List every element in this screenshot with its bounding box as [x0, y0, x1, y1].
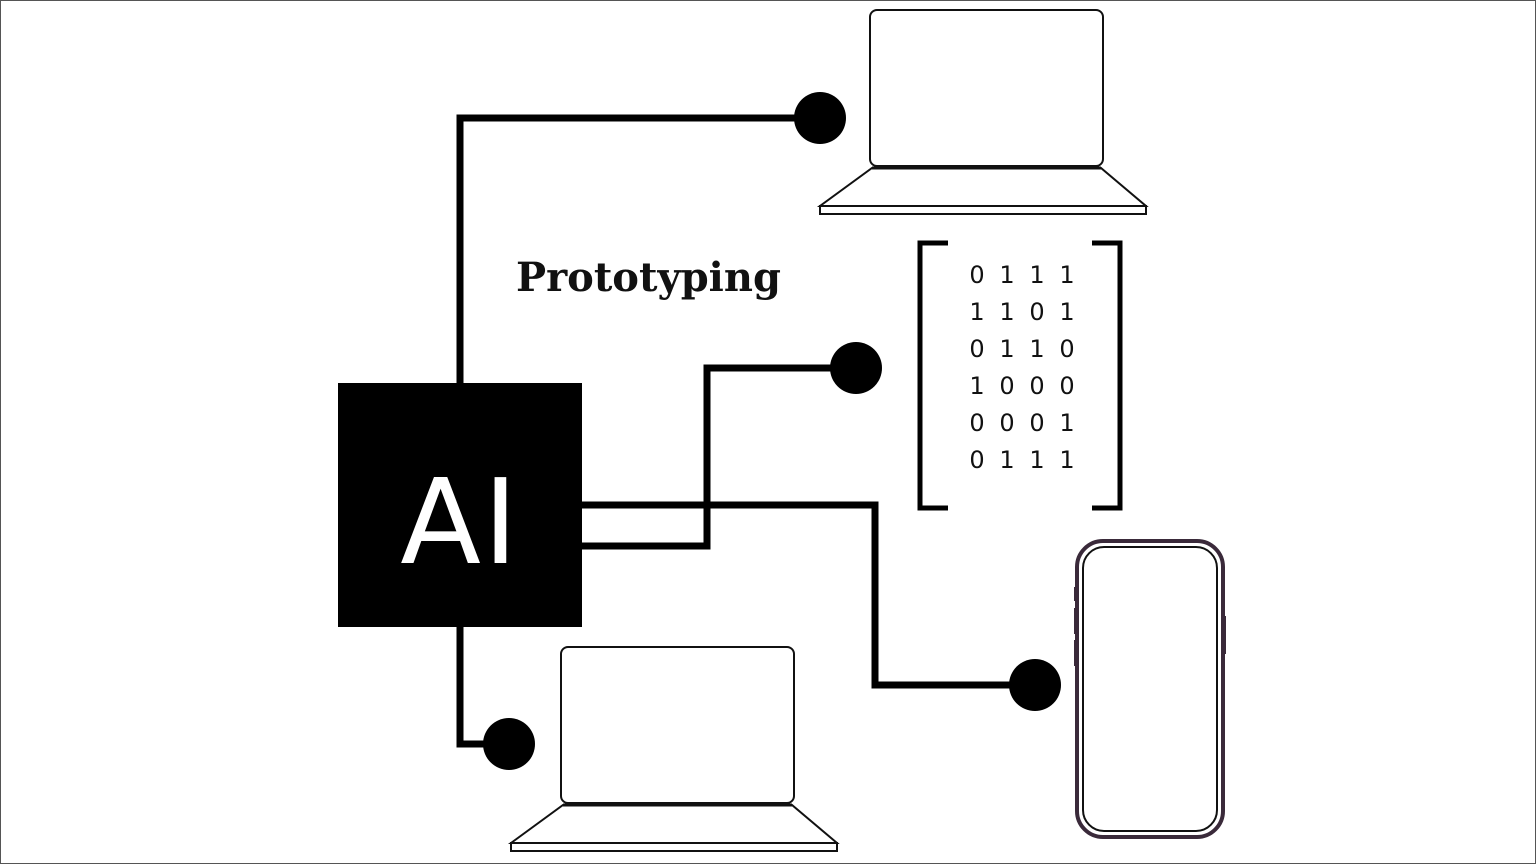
- connector-top-laptop: [456, 114, 820, 385]
- diagram-title: Prototyping: [516, 254, 781, 301]
- matrix-cell: 1: [999, 446, 1015, 474]
- connector-dot-top-laptop: [794, 92, 846, 144]
- matrix-cell: 1: [999, 298, 1015, 326]
- matrix-cell: 0: [1059, 335, 1075, 363]
- matrix-cell: 1: [1029, 261, 1045, 289]
- matrix-cell: 0: [1029, 409, 1045, 437]
- matrix-cell: 0: [1059, 372, 1075, 400]
- matrix-cell: 0: [969, 335, 985, 363]
- matrix-cell: 0: [999, 372, 1015, 400]
- matrix-cell: 0: [1029, 372, 1045, 400]
- matrix-cell: 0: [999, 409, 1015, 437]
- binary-matrix-icon: [917, 240, 1123, 511]
- connector-matrix: [582, 364, 855, 550]
- connector-dot-phone: [1009, 659, 1061, 711]
- matrix-cell: 1: [1059, 261, 1075, 289]
- phone-volume-down-button: [1074, 640, 1077, 666]
- matrix-left-bracket: [917, 240, 948, 511]
- phone-power-button: [1223, 616, 1226, 654]
- matrix-right-bracket: [1092, 240, 1123, 511]
- matrix-cell: 0: [969, 446, 985, 474]
- connector-dot-bottom-laptop: [483, 718, 535, 770]
- laptop-icon: [816, 9, 1149, 215]
- matrix-cell: 1: [999, 261, 1015, 289]
- matrix-cell: 1: [999, 335, 1015, 363]
- matrix-cell: 0: [969, 261, 985, 289]
- connector-dot-matrix: [830, 342, 882, 394]
- matrix-cell: 1: [969, 298, 985, 326]
- ai-hub-box: AI: [338, 383, 582, 627]
- matrix-cell: 1: [1059, 298, 1075, 326]
- matrix-cell: 0: [1029, 298, 1045, 326]
- matrix-cell: 0: [969, 409, 985, 437]
- matrix-cell: 1: [1059, 446, 1075, 474]
- matrix-cell: 1: [1029, 446, 1045, 474]
- phone-volume-up-button: [1074, 608, 1077, 634]
- connector-phone: [582, 501, 1035, 689]
- ai-hub-label: AI: [400, 453, 520, 591]
- smartphone-icon: [1074, 539, 1226, 839]
- matrix-cell: 1: [1059, 409, 1075, 437]
- laptop-icon: [507, 646, 840, 852]
- matrix-cell: 1: [1029, 335, 1045, 363]
- matrix-cell: 1: [969, 372, 985, 400]
- phone-side-button: [1074, 587, 1077, 601]
